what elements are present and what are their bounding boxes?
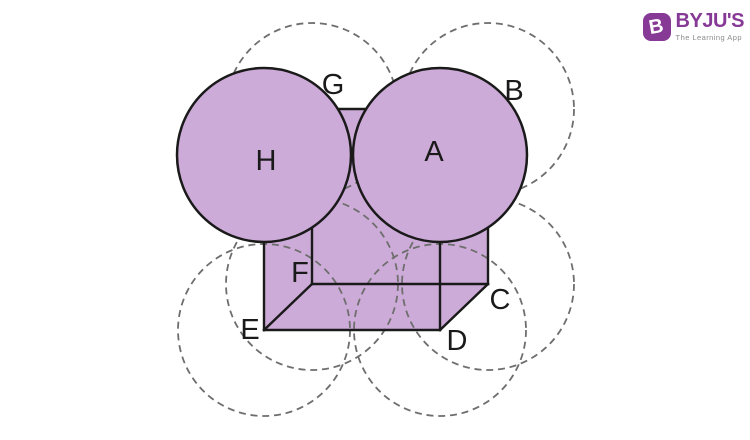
byjus-logo-icon: B — [642, 12, 671, 41]
solid-spheres — [175, 66, 529, 244]
vertex-labels: H A G B F E C D — [240, 69, 523, 357]
cube-edge-ef — [262, 282, 314, 332]
byjus-logo: B BYJU'S The Learning App — [642, 10, 745, 42]
vertex-label-g: G — [322, 69, 345, 101]
vertex-label-f: F — [291, 257, 309, 289]
vertex-label-b: B — [504, 75, 523, 107]
vertex-label-h: H — [256, 145, 277, 177]
byjus-brand-name: BYJU'S — [675, 10, 745, 32]
vertex-label-e: E — [240, 314, 259, 346]
cube-edge-cd — [438, 282, 490, 332]
byjus-tagline: The Learning App — [675, 33, 742, 42]
byjus-logo-text: BYJU'S The Learning App — [675, 10, 745, 42]
vertex-label-a: A — [424, 136, 444, 168]
byjus-b-glyph: B — [647, 14, 666, 39]
vertex-label-c: C — [490, 284, 511, 316]
vertex-label-d: D — [447, 325, 468, 357]
